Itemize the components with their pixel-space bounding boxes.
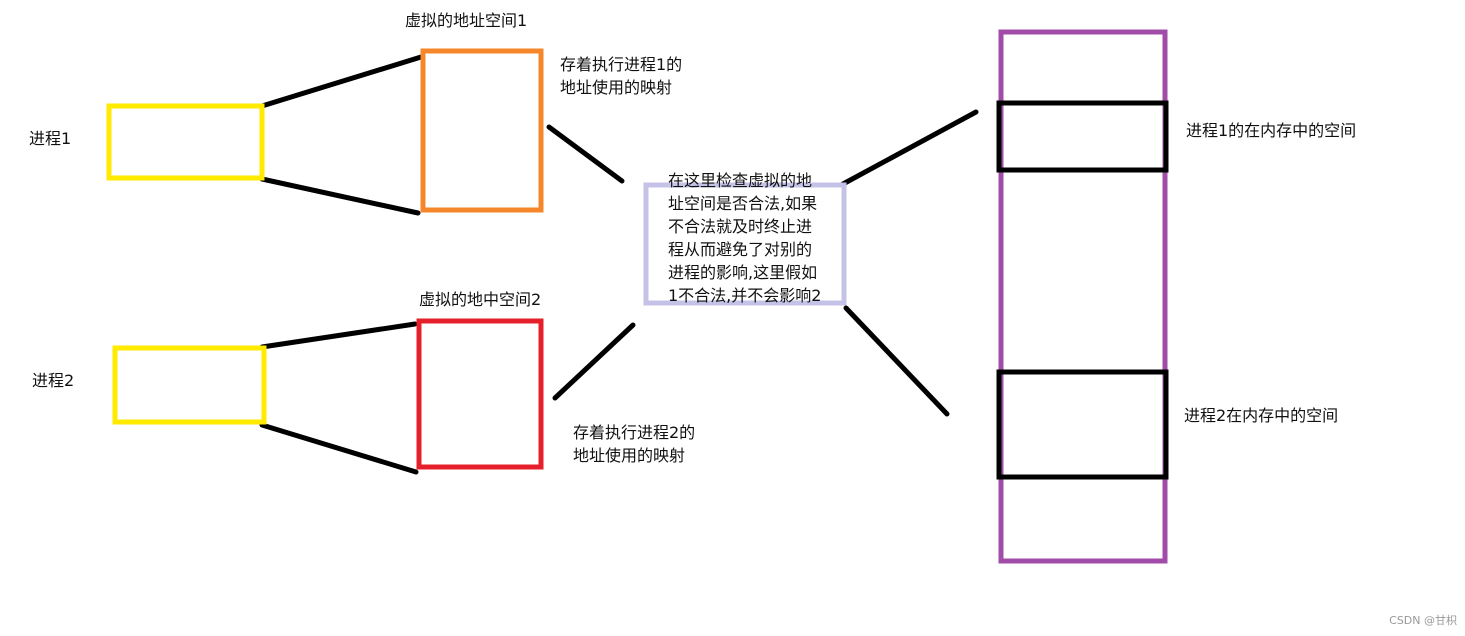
virtual-space-1-description: 存着执行进程1的 地址使用的映射 [560,53,682,99]
check-box-text-line-1: 在这里检查虚拟的地 [668,171,813,190]
check-box-text-line-3: 不合法就及时终止进 [668,217,813,236]
memory-segment-1-label: 进程1的在内存中的空间 [1186,121,1357,140]
virtual-space-1-title: 虚拟的地址空间1 [405,11,528,30]
virtual-space-2-description: 存着执行进程2的 地址使用的映射 [573,421,695,467]
memory-column [998,29,1168,564]
process-2-label: 进程2 [32,371,75,390]
memory-segment-2 [996,369,1169,480]
connector-p1-vs1-top [259,54,424,109]
virtual-space-2-description-line-1: 存着执行进程2的 [573,423,696,442]
connector-p2-vs2-top [259,321,418,350]
process-1-label: 进程1 [29,129,72,148]
process-2-box [112,345,267,425]
connector-vs1-check [546,124,625,184]
memory-segment-1 [996,100,1169,173]
check-box [643,182,847,306]
connector-p1-vs1-bottom [259,176,421,216]
check-box-text-line-6: 1不合法,并不会影响2 [668,286,822,305]
memory-segment-2-label: 进程2在内存中的空间 [1184,406,1339,425]
connector-p2-vs2-bottom [259,422,419,475]
virtual-space-1-box [420,48,544,213]
watermark: CSDN @甘枳 [1389,614,1457,627]
connector-check-mem2 [843,305,950,417]
virtual-space-2-description-line-2: 地址使用的映射 [573,446,686,465]
connector-check-mem1 [840,109,979,187]
check-box-text-line-2: 址空间是否合法,如果 [668,194,818,213]
virtual-space-2-title: 虚拟的地中空间2 [419,290,542,309]
check-box-text: 在这里检查虚拟的地 址空间是否合法,如果 不合法就及时终止进 程从而避免了对别的… [668,169,821,307]
virtual-space-1-description-line-1: 存着执行进程1的 [560,55,683,74]
process-1-box [106,103,265,181]
connector-vs2-check [552,322,636,401]
check-box-text-line-5: 进程的影响,这里假如 [668,263,818,282]
virtual-space-2-box [416,318,544,470]
check-box-text-line-4: 程从而避免了对别的 [668,240,813,259]
virtual-space-1-description-line-2: 地址使用的映射 [560,78,673,97]
